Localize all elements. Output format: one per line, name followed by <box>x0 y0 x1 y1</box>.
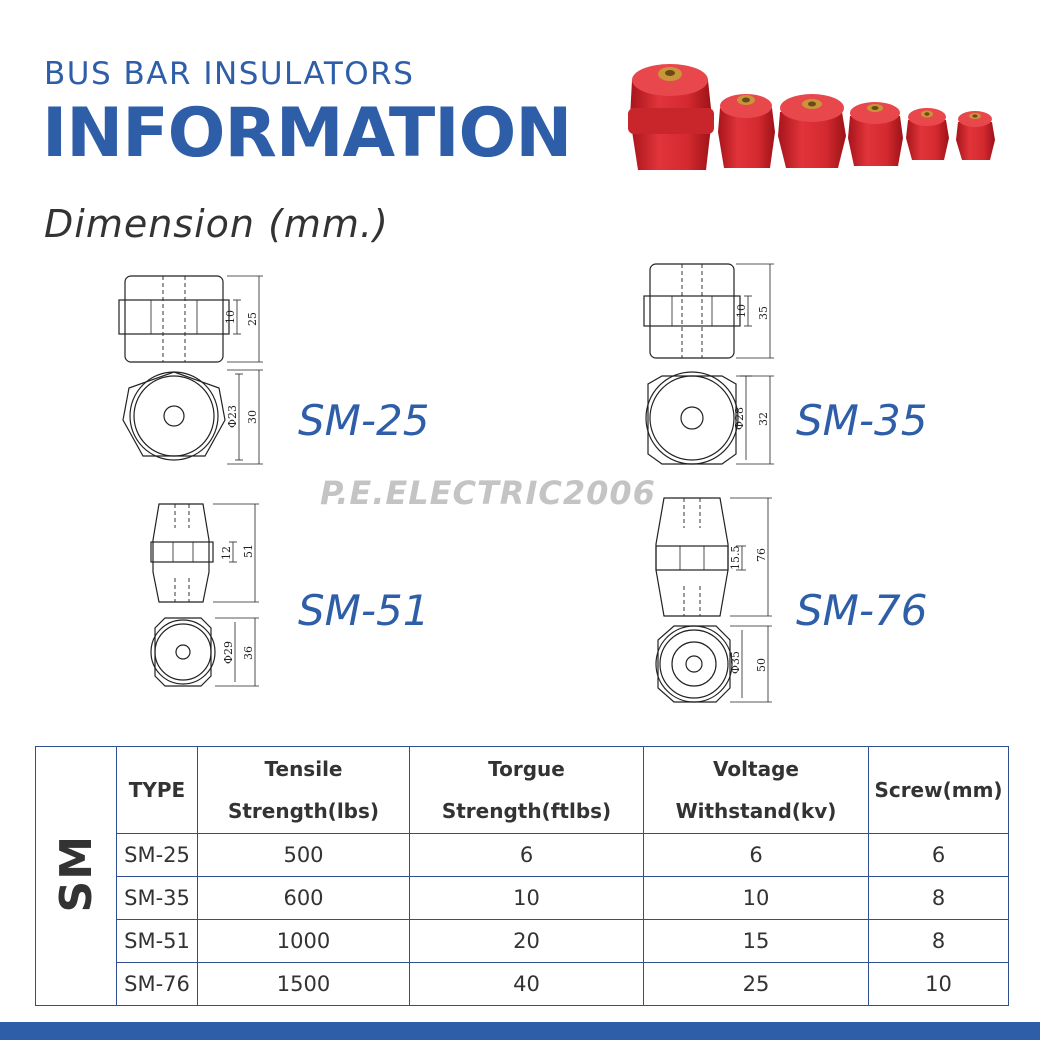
sm-35-dia-inner: Φ28 <box>733 407 746 430</box>
cell-screw: 8 <box>868 919 1009 963</box>
table-row: SM-25 500 6 6 6 <box>36 833 1009 877</box>
insulator-large <box>628 64 714 170</box>
footer-bar <box>0 1022 1040 1040</box>
sm-35-label: SM-35 <box>796 396 928 445</box>
cell-tensile: 1500 <box>197 962 410 1006</box>
sm-35-mid-dim: 10 <box>735 304 748 318</box>
cell-type: SM-35 <box>116 876 198 920</box>
sm-51-dia-inner: Φ29 <box>222 641 235 664</box>
sm-25-dia-outer: 30 <box>246 410 259 424</box>
cell-screw: 10 <box>868 962 1009 1006</box>
page-subtitle: BUS BAR INSULATORS <box>44 56 415 92</box>
table-side-label-cell: SM <box>35 746 117 1006</box>
cell-voltage: 6 <box>643 833 869 877</box>
header-type: TYPE <box>116 746 198 834</box>
sm-25-drawing: 10 25 Φ23 30 <box>118 275 263 465</box>
cell-torgue: 20 <box>409 919 644 963</box>
sm-25-height-dim: 25 <box>246 312 259 326</box>
page-title: INFORMATION <box>42 94 572 173</box>
sm-25-label: SM-25 <box>298 396 430 445</box>
cell-type: SM-76 <box>116 962 198 1006</box>
sm-35-dia-outer: 32 <box>757 412 770 426</box>
cell-torgue: 10 <box>409 876 644 920</box>
sm-51-mid-dim: 12 <box>220 546 233 560</box>
sm-76-dia-outer: 50 <box>755 658 768 672</box>
sm-51-label: SM-51 <box>298 586 430 635</box>
sm-76-dia-inner: Φ35 <box>729 651 742 674</box>
sm-25-mid-dim: 10 <box>224 310 237 324</box>
table-row: SM-76 1500 40 25 10 <box>36 962 1009 1006</box>
dimension-label: Dimension (mm.) <box>44 202 389 246</box>
cell-voltage: 25 <box>643 962 869 1006</box>
cell-tensile: 1000 <box>197 919 410 963</box>
sm-25-dia-inner: Φ23 <box>226 405 239 428</box>
table-row: SM-35 600 10 10 8 <box>36 876 1009 920</box>
sm-35-height-dim: 35 <box>757 306 770 320</box>
cell-tensile: 600 <box>197 876 410 920</box>
table-side-label: SM <box>50 834 102 913</box>
cell-screw: 8 <box>868 876 1009 920</box>
product-photo <box>628 64 995 170</box>
sm-76-height-dim: 76 <box>755 548 768 562</box>
sm-51-drawing: 12 51 Φ29 36 <box>150 503 259 687</box>
cell-type: SM-51 <box>116 919 198 963</box>
cell-type: SM-25 <box>116 833 198 877</box>
sm-35-drawing: 10 35 Φ28 32 <box>643 263 774 465</box>
cell-tensile: 500 <box>197 833 410 877</box>
table-row: SM-51 1000 20 15 8 <box>36 919 1009 963</box>
sm-76-label: SM-76 <box>796 586 928 635</box>
watermark: P.E.ELECTRIC2006 <box>320 474 656 512</box>
sm-51-height-dim: 51 <box>242 544 255 558</box>
cell-torgue: 40 <box>409 962 644 1006</box>
header-screw: Screw(mm) <box>868 746 1009 834</box>
sm-51-dia-outer: 36 <box>242 646 255 660</box>
cell-screw: 6 <box>868 833 1009 877</box>
cell-voltage: 10 <box>643 876 869 920</box>
cell-torgue: 6 <box>409 833 644 877</box>
cell-voltage: 15 <box>643 919 869 963</box>
sm-76-mid-dim: 15.5 <box>729 546 742 571</box>
sm-76-drawing: 15.5 76 Φ35 50 <box>655 497 772 703</box>
